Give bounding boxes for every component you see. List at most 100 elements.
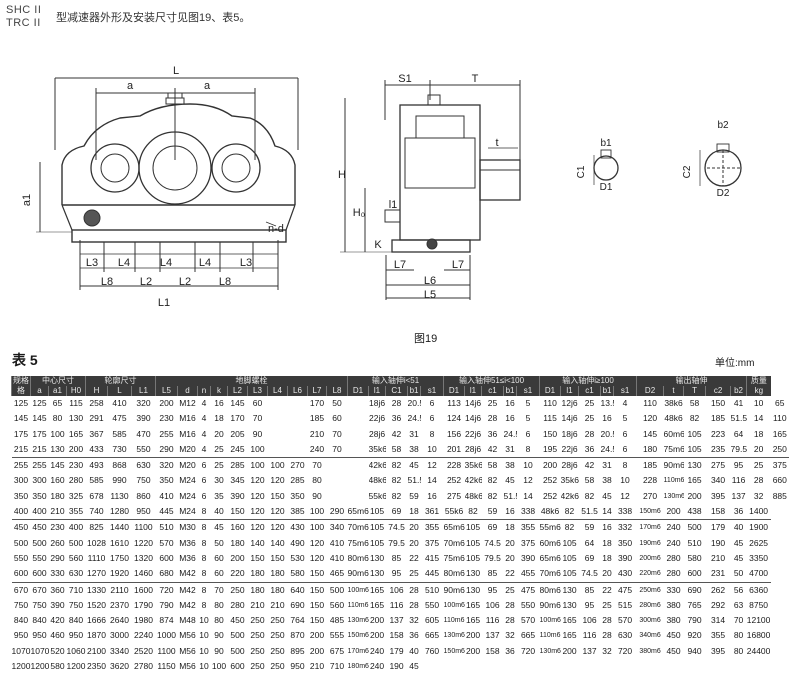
table-cell: 170m6 xyxy=(347,647,369,655)
table-cell: 390 xyxy=(50,599,65,610)
table-cell: 25 xyxy=(584,413,595,424)
table-cell: 150 xyxy=(230,506,245,517)
table-cell: 840 xyxy=(68,615,84,626)
table-cell: M42 xyxy=(177,581,198,598)
table-cell: 1070 xyxy=(30,645,49,656)
table-cell: 250m6 xyxy=(636,581,664,598)
table-cell: 18 xyxy=(602,537,612,548)
table-cell: 750 xyxy=(136,475,151,486)
table-cell: 82 xyxy=(468,506,478,517)
table-cell: 1200 xyxy=(66,661,86,672)
table-cell: 38k6 xyxy=(664,398,683,408)
table-cell: 205 xyxy=(230,428,245,439)
table-cell: 240 xyxy=(309,443,325,454)
table-cell: 550 xyxy=(136,443,151,454)
table-cell: 600 xyxy=(32,568,47,579)
table-cell: 475 xyxy=(613,581,637,598)
table-cell: 230 xyxy=(48,519,67,536)
table-cell: 10 xyxy=(516,457,540,474)
table-cell: 332 xyxy=(613,519,637,536)
table-cell: 55k6 xyxy=(368,490,386,501)
column-header: s1 xyxy=(516,386,540,396)
column-header: c1 xyxy=(481,386,504,396)
table-cell: 12 xyxy=(420,457,444,474)
table-cell: 120 xyxy=(270,475,285,486)
table-cell: 156 xyxy=(446,428,462,439)
table-cell: 65m6 xyxy=(539,552,561,563)
table-cell: 170m6 xyxy=(636,519,664,536)
table-cell: 25 xyxy=(210,457,228,474)
table-cell: 20 xyxy=(505,537,515,548)
table-cell xyxy=(348,396,369,411)
table-cell: 560 xyxy=(68,552,84,563)
gear-reducer-drawing: L a a a1 n-d L3 L4 L4 L4 L3 L8 L2 L2 L8 … xyxy=(21,65,742,309)
table-cell: 14j6 xyxy=(464,413,482,424)
table-cell: 290 xyxy=(159,443,174,454)
column-header: L7 xyxy=(307,386,327,396)
table-cell: 55m6 xyxy=(539,519,561,536)
table-cell: 179 xyxy=(705,519,731,536)
table-cell: 100 xyxy=(267,457,288,474)
dim-T: T xyxy=(472,73,479,85)
column-header: s1 xyxy=(420,386,444,396)
table-cell: 130m6 xyxy=(663,492,684,500)
table-cell: 16 xyxy=(505,398,515,408)
table-cell: 70 xyxy=(252,413,263,424)
table-cell: 2780 xyxy=(134,661,153,672)
table-cell: 28 xyxy=(584,428,595,439)
table-cell: 40 xyxy=(409,645,419,656)
table-cell: 58 xyxy=(584,475,595,486)
table-cell: 130 xyxy=(68,413,84,424)
column-header: L5 xyxy=(155,386,178,396)
dim-a: a xyxy=(127,80,134,92)
table-cell: 20.5 xyxy=(407,398,421,408)
dim-H: H xyxy=(338,169,346,181)
group-input-3: 输入轴伸i≥100 xyxy=(539,376,637,386)
table-cell: 165 xyxy=(368,581,386,598)
shaft-sections xyxy=(593,143,742,187)
table-cell: 18 xyxy=(753,428,764,439)
group-center: 中心尺寸 xyxy=(30,376,86,386)
table-cell: 51.5 xyxy=(730,413,747,424)
table-cell: 550 xyxy=(32,552,47,563)
table-cell: 180 xyxy=(50,490,65,501)
table-cell: 69 xyxy=(584,552,595,563)
table-cell: 200 xyxy=(369,630,385,641)
table-cell: 95 xyxy=(730,457,747,474)
table-cell: 250 xyxy=(250,615,265,626)
table-cell: 120 xyxy=(250,506,265,517)
table-cell: 80 xyxy=(214,599,224,610)
table-cell: 1100 xyxy=(131,519,156,536)
dim-b1: b1 xyxy=(600,138,612,149)
table-cell: 48k6 xyxy=(368,475,386,486)
table-cell: 70 xyxy=(210,581,228,598)
table-cell: 82 xyxy=(391,490,402,501)
table-cell: 90m6 xyxy=(663,457,684,474)
table-cell: 185 xyxy=(710,413,726,424)
table-cell: 665 xyxy=(520,630,536,641)
table-cell: 950 xyxy=(13,630,29,641)
column-header: l1 xyxy=(560,386,579,396)
table-cell: 375 xyxy=(770,457,789,474)
table-cell: 950 xyxy=(68,630,84,641)
table-cell: 45 xyxy=(210,519,228,536)
table-cell: 145 xyxy=(642,428,658,439)
table-cell: 950 xyxy=(290,661,305,672)
table-cell: 210 xyxy=(309,428,325,439)
table-cell: 165 xyxy=(369,599,385,610)
table-cell: 25 xyxy=(584,398,595,408)
table-cell: 500 xyxy=(230,645,245,656)
table-cell: 40 xyxy=(730,519,747,536)
table-cell: 250 xyxy=(250,630,265,641)
table-cell: 235 xyxy=(710,443,726,454)
table-cell: 105 xyxy=(369,537,385,548)
table-cell: 6 xyxy=(201,475,207,486)
table-group-header: 规格 中心尺寸 轮廓尺寸 地脚螺栓 输入轴伸i<51 输入轴伸51≤i<100 … xyxy=(11,376,790,386)
table-cell: 179 xyxy=(389,645,404,656)
table-cell xyxy=(348,442,369,458)
dim-L4: L4 xyxy=(199,257,211,269)
